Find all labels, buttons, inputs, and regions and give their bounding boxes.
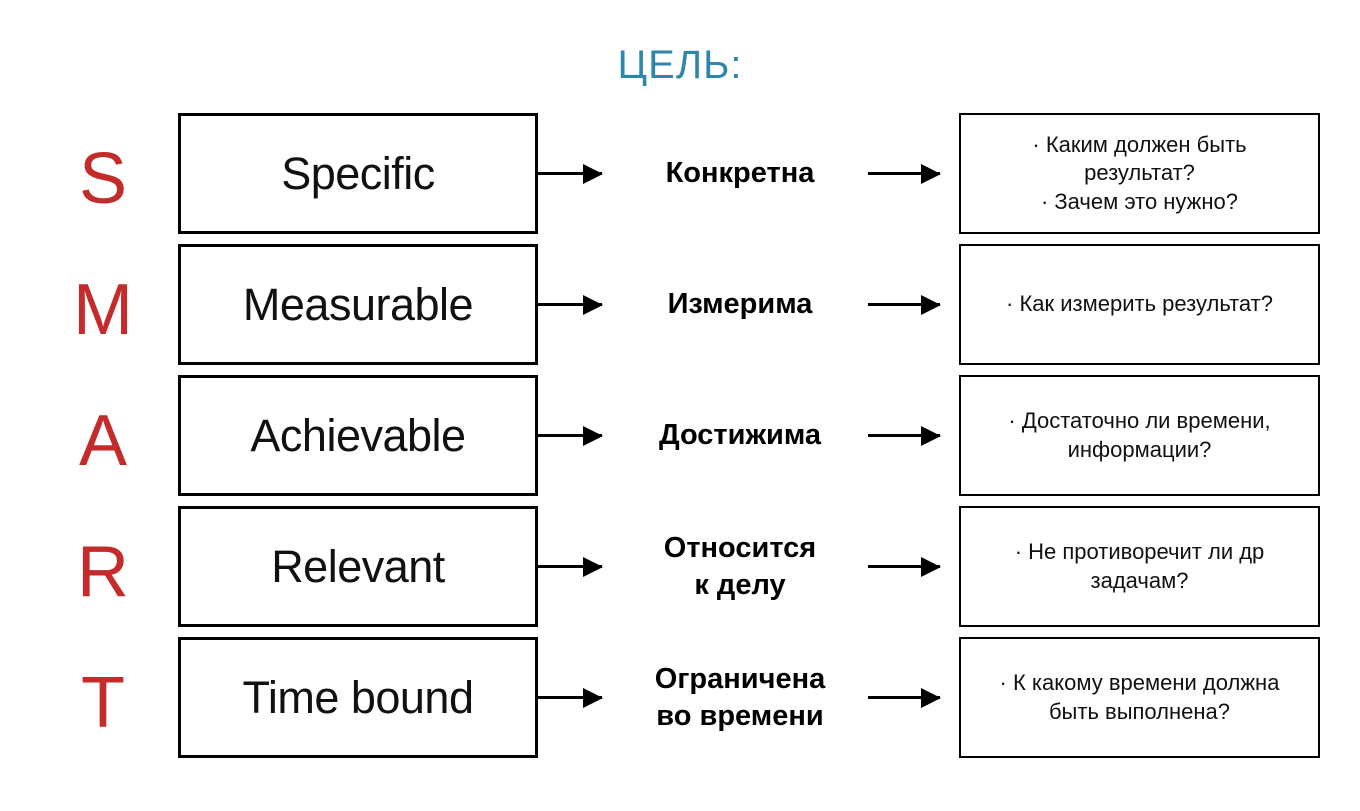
page-title: ЦЕЛЬ: [617, 43, 743, 87]
translation-label-izmerima: Измерима [614, 244, 866, 365]
arrow-achievable-to-dostizhima [538, 425, 603, 446]
smart-row-a: A Achievable Достижима · Достаточно ли в… [0, 375, 1360, 506]
smart-rows-container: S Specific Конкретна · Каким должен быть… [0, 113, 1360, 768]
translation-line-1: Ограничена [654, 663, 826, 696]
translation-line-1: Относится [663, 532, 817, 565]
question-line: задачам? [1090, 567, 1189, 593]
translation-line-1: Конкретна [665, 157, 815, 190]
question-line: информации? [1067, 436, 1212, 462]
questions-box-measurable[interactable]: · Как измерить результат? [959, 244, 1320, 365]
criterion-box-specific[interactable]: Specific [178, 113, 538, 234]
translation-line-1: Измерима [667, 288, 813, 321]
smart-letter-r: R [77, 531, 129, 612]
smart-row-r: R Relevant Относится к делу · Не противо… [0, 506, 1360, 637]
question-line: · Достаточно ли времени, [1008, 408, 1271, 434]
smart-letter-m: M [73, 269, 133, 350]
question-line: · К какому времени должна [999, 670, 1280, 696]
questions-box-specific[interactable]: · Каким должен быть результат? · Зачем э… [959, 113, 1320, 234]
arrow-konkretna-to-questions [868, 163, 941, 184]
question-line: · Не противоречит ли др [1014, 539, 1265, 565]
smart-letter-a: A [78, 400, 128, 481]
arrow-otnositsya-to-questions [868, 556, 941, 577]
criterion-label-specific: Specific [281, 147, 435, 199]
arrow-measurable-to-izmerima [538, 294, 603, 315]
translation-label-otnositsya-k-delu: Относится к делу [614, 506, 866, 627]
translation-label-dostizhima: Достижима [614, 375, 866, 496]
arrow-izmerima-to-questions [868, 294, 941, 315]
smart-letter-t: T [81, 662, 125, 743]
question-line: быть выполнена? [1048, 698, 1231, 724]
criterion-box-time-bound[interactable]: Time bound [178, 637, 538, 758]
translation-line-2: к делу [694, 568, 786, 601]
arrow-time-bound-to-ogranichena [538, 687, 603, 708]
translation-label-ogranichena-vo-vremeni: Ограничена во времени [614, 637, 866, 758]
arrow-relevant-to-otnositsya [538, 556, 603, 577]
criterion-label-time-bound: Time bound [242, 671, 474, 723]
question-line: · Зачем это нужно? [1040, 188, 1239, 214]
questions-box-time-bound[interactable]: · К какому времени должна быть выполнена… [959, 637, 1320, 758]
criterion-label-measurable: Measurable [242, 278, 474, 330]
criterion-label-achievable: Achievable [250, 409, 466, 461]
translation-label-konkretna: Конкретна [614, 113, 866, 234]
question-line: · Каким должен быть [1032, 132, 1247, 158]
translation-line-2: во времени [656, 699, 824, 732]
criterion-label-relevant: Relevant [271, 540, 445, 592]
arrow-specific-to-konkretna [538, 163, 603, 184]
smart-row-m: M Measurable Измерима · Как измерить рез… [0, 244, 1360, 375]
questions-box-relevant[interactable]: · Не противоречит ли др задачам? [959, 506, 1320, 627]
smart-row-s: S Specific Конкретна · Каким должен быть… [0, 113, 1360, 244]
smart-letter-s: S [78, 138, 128, 219]
criterion-box-measurable[interactable]: Measurable [178, 244, 538, 365]
question-line: результат? [1084, 160, 1195, 186]
arrow-ogranichena-to-questions [868, 687, 941, 708]
criterion-box-achievable[interactable]: Achievable [178, 375, 538, 496]
arrow-dostizhima-to-questions [868, 425, 941, 446]
criterion-box-relevant[interactable]: Relevant [178, 506, 538, 627]
smart-row-t: T Time bound Ограничена во времени · К к… [0, 637, 1360, 768]
question-line: · Как измерить результат? [1006, 291, 1273, 317]
questions-box-achievable[interactable]: · Достаточно ли времени, информации? [959, 375, 1320, 496]
translation-line-1: Достижима [658, 419, 822, 452]
